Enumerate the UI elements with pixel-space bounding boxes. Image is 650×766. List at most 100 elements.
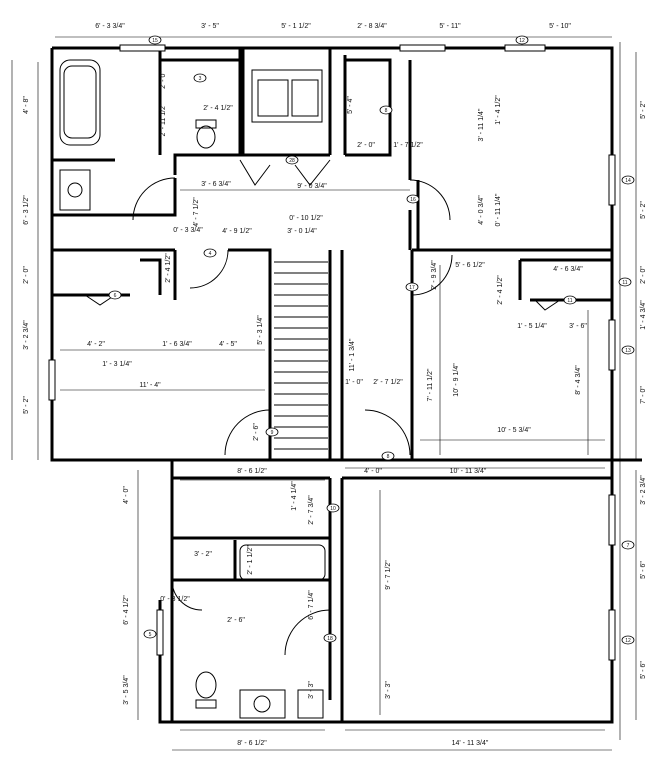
dimension-label: 6' - 4 1/2" xyxy=(123,595,130,625)
dimension-label: 11' - 1 3/4" xyxy=(349,338,356,371)
tag-circle xyxy=(265,427,279,437)
tag-marker: 11 xyxy=(563,295,577,305)
exterior-walls xyxy=(50,46,642,724)
tag-label: 17 xyxy=(409,285,415,291)
tag-marker: 7 xyxy=(621,540,635,550)
tag-marker: 8 xyxy=(379,105,393,115)
tag-marker: 12 xyxy=(621,635,635,645)
tag-label: 10 xyxy=(330,506,336,512)
dimension-label: 2' - 0" xyxy=(23,266,30,284)
dimension-label: 5' - 2" xyxy=(640,101,647,119)
tag-circle xyxy=(563,295,577,305)
dimension-label: 5' - 11" xyxy=(439,23,461,30)
dimension-label: 3' - 3" xyxy=(308,681,315,699)
tag-marker: 16 xyxy=(406,194,420,204)
dimension-label: 3' - 2 3/4" xyxy=(640,475,647,505)
dimension-label: 8' - 6 1/2" xyxy=(237,468,267,475)
tag-marker: 28 xyxy=(285,155,299,165)
dimension-label: 7' - 0" xyxy=(640,386,647,404)
tag-circle xyxy=(621,635,635,645)
tag-label: 4 xyxy=(209,251,212,257)
dimension-label: 2' - 7 3/4" xyxy=(308,495,315,525)
dimension-label: 3' - 11 1/4" xyxy=(478,108,485,141)
dimension-label: 3' - 6" xyxy=(569,323,587,330)
dimension-label: 3' - 6 3/4" xyxy=(201,181,231,188)
dimension-label: 3' - 2 3/4" xyxy=(23,320,30,350)
tag-label: 6 xyxy=(114,293,117,299)
tag-circle xyxy=(621,540,635,550)
tag-label: 8 xyxy=(387,454,390,460)
dimension-label: 2' - 9 3/4" xyxy=(431,260,438,290)
dimension-label: 3' - 5 3/4" xyxy=(123,675,130,705)
tag-circle xyxy=(405,282,419,292)
dimension-label: 7' - 11 1/2" xyxy=(427,368,434,401)
tag-circle xyxy=(285,155,299,165)
tag-label: 18 xyxy=(327,636,333,642)
dimension-label: 1' - 7 1/2" xyxy=(393,142,423,149)
dimension-label: 6' - 7 1/4" xyxy=(308,590,315,620)
tag-circle xyxy=(406,194,420,204)
dimension-label: 5' - 3 1/4" xyxy=(257,315,264,345)
tag-label: 14 xyxy=(625,178,631,184)
dimension-label: 1' - 4 1/2" xyxy=(495,95,502,125)
tag-label: 7 xyxy=(627,543,630,549)
dimension-label: 2' - 4 1/2" xyxy=(165,253,172,283)
dimension-label: 2' - 0" xyxy=(640,266,647,284)
tag-circle xyxy=(323,633,337,643)
dimension-label: 2' - 6" xyxy=(253,423,260,441)
dimension-label: 2' - 4 1/2" xyxy=(497,275,504,305)
tag-marker: 11 xyxy=(618,277,632,287)
tag-marker: 14 xyxy=(621,175,635,185)
tag-marker: 4 xyxy=(203,248,217,258)
tag-circle xyxy=(108,290,122,300)
dimension-label: 2' - 6" xyxy=(227,617,245,624)
dimension-label: 5' - 10" xyxy=(549,23,571,30)
dimension-label: 3' - 0 1/4" xyxy=(287,228,317,235)
tag-marker: 3 xyxy=(193,73,207,83)
tag-label: 12 xyxy=(625,638,631,644)
dimension-label: 6' - 3 1/2" xyxy=(23,195,30,225)
tag-label: 28 xyxy=(289,158,295,164)
dimension-label: 11' - 4" xyxy=(139,382,161,389)
dimension-label: 5' - 6" xyxy=(640,561,647,579)
tag-label: 5 xyxy=(149,632,152,638)
tag-circle xyxy=(621,175,635,185)
dimension-label: 0' - 3 1/2" xyxy=(160,596,190,603)
dimension-label: 0' - 11 1/4" xyxy=(495,193,502,226)
dimension-label: 1' - 0" xyxy=(345,379,363,386)
tag-marker: 9 xyxy=(265,427,279,437)
dimension-label: 2' - 8 3/4" xyxy=(357,23,387,30)
dimension-label: 2' - 7 1/2" xyxy=(373,379,403,386)
dimension-label: 0' - 10 1/2" xyxy=(289,215,323,222)
dimension-label: 4' - 5" xyxy=(219,341,237,348)
dimension-label: 1' - 6 3/4" xyxy=(162,341,192,348)
interior-dimension-guides xyxy=(60,189,605,731)
tag-label: 9 xyxy=(271,430,274,436)
tag-label: 11 xyxy=(567,298,572,304)
dimension-label: 10' - 9 1/4" xyxy=(453,363,460,397)
interior-walls xyxy=(52,48,612,722)
tag-label: 8 xyxy=(385,108,388,114)
dimension-label: 9' - 0 3/4" xyxy=(297,183,327,190)
dimension-label: 4' - 6 3/4" xyxy=(553,266,583,273)
dimension-label: 1' - 5 1/4" xyxy=(517,323,547,330)
dimension-label: 5' - 1 1/2" xyxy=(281,23,311,30)
tag-label: 13 xyxy=(625,348,631,354)
tag-marker: 13 xyxy=(621,345,635,355)
tag-circle xyxy=(515,35,529,45)
tag-circle xyxy=(148,35,162,45)
tag-circle xyxy=(203,248,217,258)
tag-marker: 10 xyxy=(326,503,340,513)
dimension-label: 1' - 3 1/4" xyxy=(102,361,132,368)
tag-marker: 17 xyxy=(405,282,419,292)
tag-circle xyxy=(379,105,393,115)
dimension-label: 4' - 7 1/2" xyxy=(193,197,200,227)
tag-circle xyxy=(143,629,157,639)
dimension-label: 3' - 2" xyxy=(194,551,212,558)
tag-marker: 8 xyxy=(381,451,395,461)
stair-treads xyxy=(274,261,328,450)
dimension-label: 4' - 9 1/2" xyxy=(222,228,252,235)
dimension-label: 10' - 11 3/4" xyxy=(450,468,487,475)
tag-label: 15 xyxy=(152,38,158,44)
